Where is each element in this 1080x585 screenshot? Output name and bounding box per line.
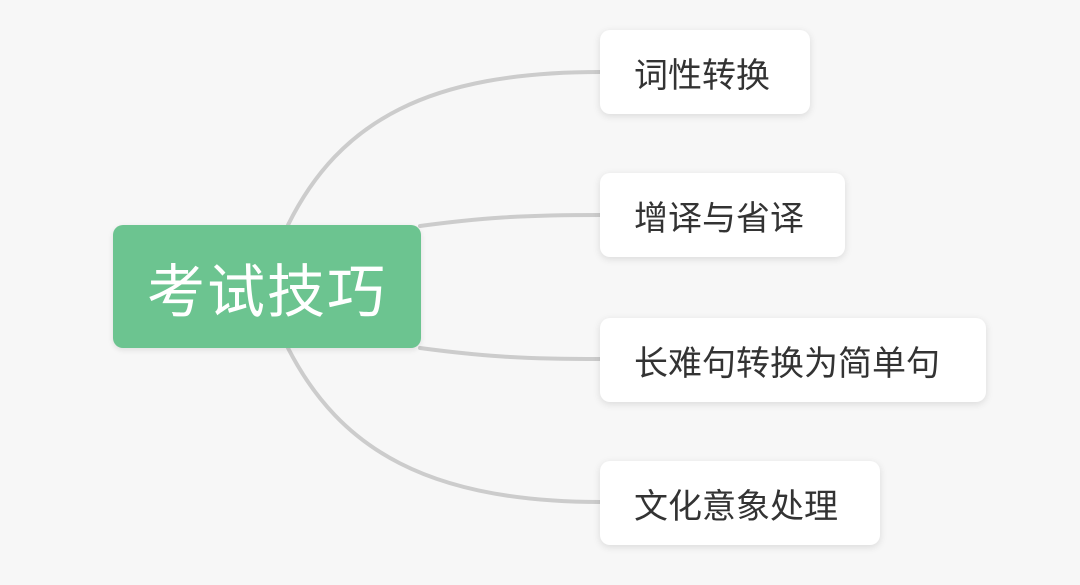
connector-line-2 (418, 346, 602, 361)
subtopic-node-part-of-speech-conversion[interactable]: 词性转换 (600, 30, 810, 114)
subtopic-label: 长难句转换为简单句 (634, 343, 940, 384)
subtopic-node-cultural-imagery[interactable]: 文化意象处理 (600, 461, 880, 545)
connector-line-3 (286, 346, 602, 504)
subtopic-label: 增译与省译 (634, 198, 804, 239)
subtopic-node-amplification-omission[interactable]: 增译与省译 (600, 173, 845, 257)
subtopic-label: 词性转换 (634, 55, 770, 96)
root-topic-node[interactable]: 考试技巧 (113, 225, 421, 348)
subtopic-node-long-sentence-simplification[interactable]: 长难句转换为简单句 (600, 318, 986, 402)
subtopic-label: 文化意象处理 (634, 486, 838, 527)
connector-line-1 (418, 213, 602, 228)
connector-line-0 (286, 70, 602, 227)
root-topic-label: 考试技巧 (146, 257, 387, 326)
